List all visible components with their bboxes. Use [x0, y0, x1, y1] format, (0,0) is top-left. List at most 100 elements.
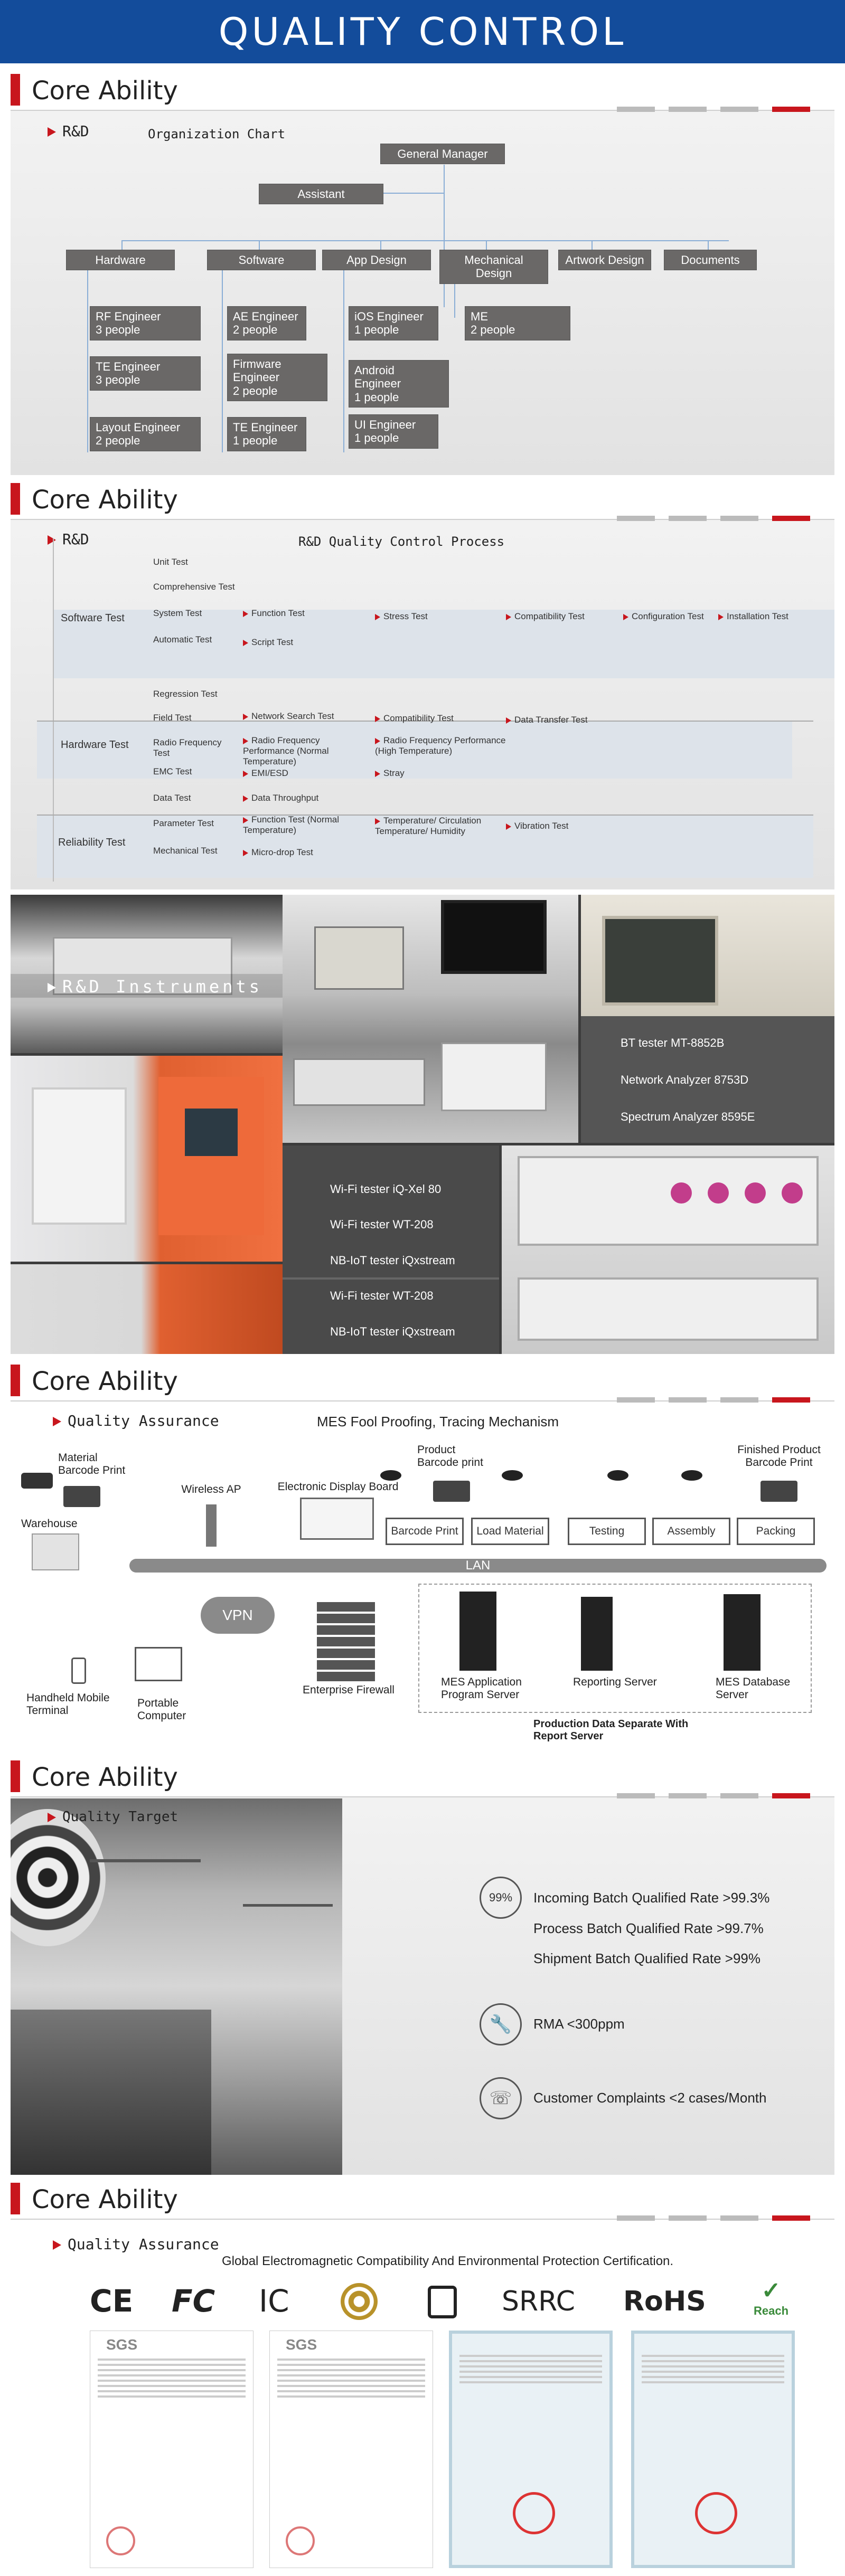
test-item: Radio Frequency Test	[153, 737, 222, 758]
doc-line	[277, 2359, 425, 2361]
arrow-icon	[243, 795, 248, 802]
org-role: UI Engineer 1 people	[349, 414, 438, 449]
port	[671, 1182, 692, 1204]
decor-dash	[720, 516, 758, 521]
doc-line	[98, 2390, 246, 2392]
station-barcode: Barcode Print	[386, 1518, 464, 1545]
rma-text: RMA <300ppm	[533, 2016, 625, 2032]
test-item: Stress Test	[375, 611, 428, 622]
org-role: Android Engineer 1 people	[349, 360, 449, 408]
instrument-label: Wi-Fi tester iQ-Xel 80	[330, 1182, 442, 1196]
section-title: Core Ability	[32, 1367, 178, 1396]
decor-dash	[617, 107, 655, 112]
arrow-icon	[243, 849, 248, 856]
complaints-text: Customer Complaints <2 cases/Month	[533, 2090, 767, 2106]
test-item: Compatibility Test	[375, 713, 454, 724]
org-dept: Hardware	[66, 250, 175, 271]
test-item: Automatic Test	[153, 634, 212, 645]
test-item: Parameter Test	[153, 818, 214, 828]
chamber-orange	[158, 1077, 264, 1235]
test-item: EMC Test	[153, 766, 192, 776]
connector	[486, 240, 487, 250]
instrument-label: Spectrum Analyzer 8595E	[621, 1110, 755, 1123]
subtitle: Quality Assurance	[53, 2236, 219, 2253]
test-item: Script Test	[243, 637, 293, 648]
connector	[121, 240, 729, 241]
doc-line	[642, 2365, 784, 2367]
section-rd-process: Core Ability R&D R&D Quality Control Pro…	[11, 478, 834, 889]
section-marker	[11, 1760, 20, 1792]
decor-dash	[669, 2215, 707, 2221]
mobile-icon	[71, 1658, 86, 1684]
arrow-icon	[375, 770, 380, 777]
doc-line	[98, 2369, 246, 2371]
material-label: Material Barcode Print	[58, 1452, 126, 1476]
photo-iqxel	[502, 1145, 834, 1354]
decor-dash-red	[772, 1793, 810, 1798]
connector	[121, 240, 123, 250]
instrument-label: BT tester MT-8852B	[621, 1036, 725, 1049]
mesapp-label: MES Application Program Server	[441, 1676, 522, 1701]
cert-caption: Global Electromagnetic Compatibility And…	[222, 2254, 674, 2268]
station-load: Load Material	[471, 1518, 549, 1545]
triangle-icon	[48, 127, 56, 137]
doc-line	[277, 2374, 425, 2376]
doc-line	[642, 2376, 784, 2378]
cert-document: SGS	[90, 2331, 253, 2568]
scanner-icon	[681, 1470, 702, 1481]
doc-line	[277, 2390, 425, 2392]
doc-line	[459, 2355, 602, 2357]
doc-line	[98, 2364, 246, 2366]
printer-icon	[21, 1473, 53, 1489]
section-header: Core Ability	[11, 69, 834, 112]
test-item: Unit Test	[153, 557, 188, 567]
ic-logo: IC	[259, 2283, 289, 2319]
test-item: Stray	[375, 768, 405, 779]
decor-dash-red	[772, 516, 810, 521]
decor-dash	[720, 1793, 758, 1798]
instrument-label: Wi-Fi tester WT-208	[330, 1218, 434, 1231]
ctick-logo	[341, 2283, 378, 2320]
decor-dash-red	[772, 107, 810, 112]
seal-icon	[513, 2492, 555, 2534]
test-item: Temperature/ Circulation Temperature/ Hu…	[375, 816, 482, 836]
display-label: Electronic Display Board	[277, 1481, 399, 1493]
seal-icon	[286, 2526, 315, 2555]
section-title: Core Ability	[32, 76, 178, 106]
arrow-icon	[243, 610, 248, 617]
test-item: Configuration Test	[623, 611, 704, 622]
section-marker	[11, 483, 20, 515]
doc-line	[98, 2359, 246, 2361]
target-line: Incoming Batch Qualified Rate >99.3%	[533, 1890, 770, 1906]
monitor-shape	[441, 900, 547, 974]
org-role: ME 2 people	[465, 306, 570, 340]
subtitle: Quality Target	[48, 1809, 178, 1825]
instrument-label: Wi-Fi tester WT-208	[330, 1289, 434, 1302]
station-assembly: Assembly	[652, 1518, 730, 1545]
sgs-mark: SGS	[286, 2336, 317, 2353]
group-label: Software Test	[61, 612, 125, 624]
connector	[708, 240, 709, 250]
doc-line	[277, 2395, 425, 2398]
arrow-icon	[718, 613, 724, 620]
section-certs: Core Ability Quality Assurance Global El…	[11, 2177, 834, 2576]
org-role: iOS Engineer 1 people	[349, 306, 438, 340]
triangle-icon	[48, 983, 56, 992]
test-item: Vibration Test	[506, 821, 568, 831]
test-item: EMI/ESD	[243, 768, 288, 779]
photo-bench	[283, 895, 578, 1143]
arrow-icon	[506, 717, 511, 724]
test-item: Installation Test	[718, 611, 788, 622]
section-marker	[11, 2183, 20, 2214]
triangle-icon	[48, 535, 56, 545]
server-icon	[581, 1597, 613, 1671]
doc-line	[459, 2381, 602, 2383]
test-item: Radio Frequency Performance (Normal Temp…	[243, 735, 329, 766]
srrc-logo: SRRC	[502, 2286, 575, 2317]
device-shape	[518, 1156, 819, 1246]
seal-icon	[695, 2492, 737, 2534]
printer-icon	[433, 1481, 470, 1502]
server-icon	[459, 1592, 496, 1671]
triangle-icon	[48, 1812, 56, 1822]
